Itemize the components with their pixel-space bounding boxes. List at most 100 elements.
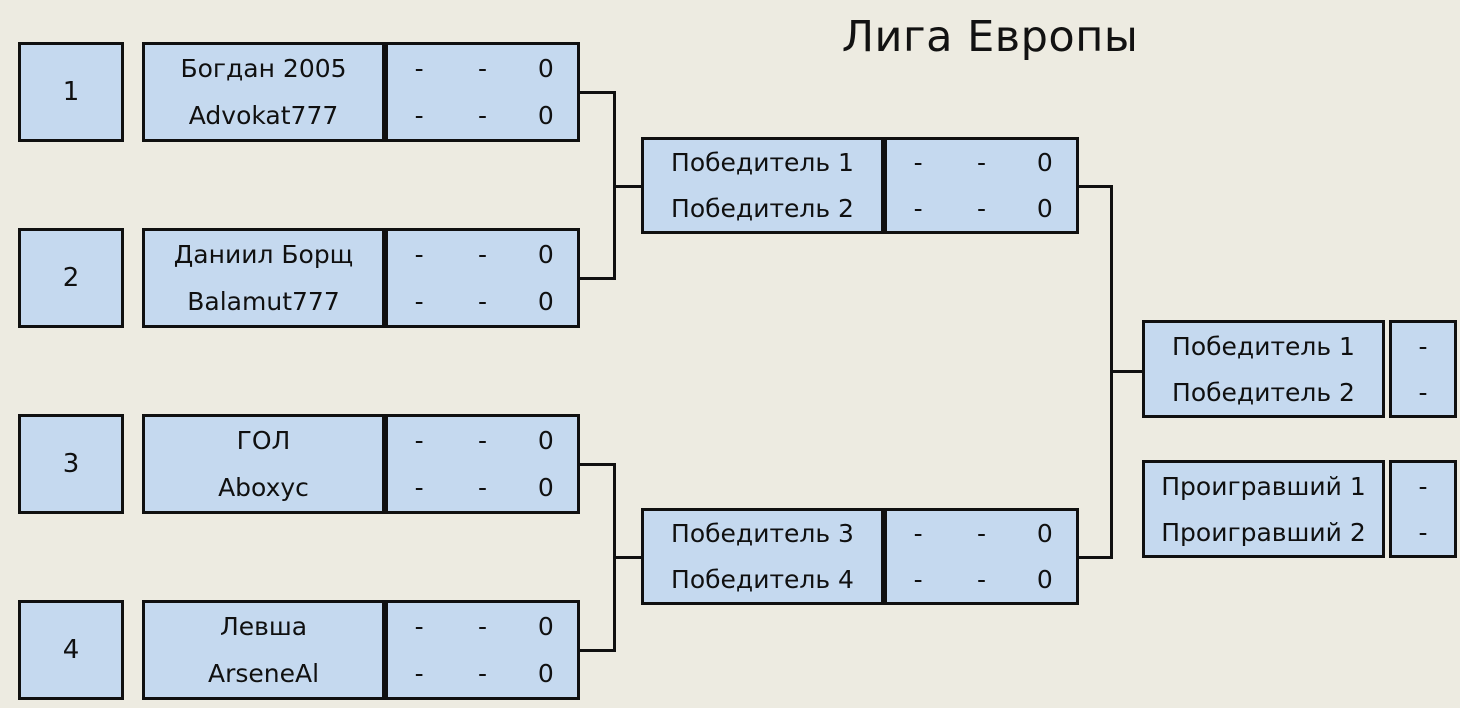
score-cell: - (1418, 517, 1428, 547)
seed-box-2: 2 (18, 228, 124, 328)
connector-line (1079, 556, 1113, 559)
player-name[interactable]: ArseneAl (207, 659, 320, 688)
score-cell: 0 (1036, 193, 1053, 223)
seed-box-4: 4 (18, 600, 124, 700)
player-name[interactable]: Победитель 4 (671, 564, 854, 594)
score-cell: - (1418, 331, 1428, 361)
connector-line (613, 185, 643, 188)
score-cell: - (1418, 471, 1428, 501)
score-row[interactable]: - - 0 (388, 92, 577, 139)
score-cell: - (477, 612, 487, 641)
score-cell: 0 (1036, 148, 1053, 178)
connector-line (580, 277, 616, 280)
player-name[interactable]: Balamut777 (187, 287, 340, 316)
player-name[interactable]: Победитель 2 (671, 193, 854, 223)
match-1-scores[interactable]: - - 0 - - 0 (385, 42, 580, 142)
score-cell: - (477, 101, 487, 130)
score-row[interactable]: - - 0 (388, 45, 577, 92)
score-cell: - (477, 659, 487, 688)
connector-line (580, 463, 616, 466)
player-name[interactable]: Advokat777 (188, 101, 339, 130)
score-row[interactable]: - - 0 (388, 417, 577, 464)
score-cell: - (414, 473, 424, 502)
score-cell: - (414, 54, 424, 83)
score-cell: 0 (1036, 564, 1053, 594)
match-2-names[interactable]: Даниил Борщ Balamut777 (142, 228, 385, 328)
score-cell: 0 (537, 473, 554, 502)
match-2-scores[interactable]: - - 0 - - 0 (385, 228, 580, 328)
score-cell: - (414, 101, 424, 130)
connector-line (580, 649, 616, 652)
score-row[interactable]: - - 0 (388, 278, 577, 325)
seed-box-1: 1 (18, 42, 124, 142)
score-cell: - (913, 148, 923, 178)
player-name[interactable]: ГОЛ (236, 426, 291, 455)
score-row[interactable]: - (1392, 509, 1454, 555)
semifinal-1-names[interactable]: Победитель 1 Победитель 2 (641, 137, 884, 234)
player-name[interactable]: Победитель 2 (1172, 377, 1355, 407)
third-place-scores[interactable]: - - (1389, 460, 1457, 558)
score-row[interactable]: - - 0 (887, 186, 1076, 232)
score-cell: - (976, 148, 986, 178)
score-cell: - (976, 564, 986, 594)
score-row[interactable]: - (1392, 463, 1454, 509)
match-4-names[interactable]: Левша ArseneAl (142, 600, 385, 700)
player-name[interactable]: Победитель 1 (1172, 331, 1355, 361)
page-title: Лига Европы (841, 12, 1139, 62)
third-place-names[interactable]: Проигравший 1 Проигравший 2 (1142, 460, 1385, 558)
score-row[interactable]: - - 0 (388, 650, 577, 697)
seed-box-3: 3 (18, 414, 124, 514)
player-name[interactable]: Победитель 1 (671, 148, 854, 178)
score-cell: - (976, 519, 986, 549)
score-row[interactable]: - - 0 (388, 603, 577, 650)
semifinal-2-scores[interactable]: - - 0 - - 0 (884, 508, 1079, 605)
match-4-scores[interactable]: - - 0 - - 0 (385, 600, 580, 700)
match-3-scores[interactable]: - - 0 - - 0 (385, 414, 580, 514)
connector-line (1079, 185, 1113, 188)
final-names[interactable]: Победитель 1 Победитель 2 (1142, 320, 1385, 418)
player-name[interactable]: Проигравший 1 (1161, 471, 1366, 501)
score-row[interactable]: - - 0 (887, 557, 1076, 603)
score-cell: 0 (537, 54, 554, 83)
player-name[interactable]: Даниил Борщ (173, 240, 354, 269)
score-cell: - (414, 659, 424, 688)
score-cell: - (913, 193, 923, 223)
score-cell: - (414, 287, 424, 316)
score-cell: - (477, 240, 487, 269)
score-cell: 0 (537, 101, 554, 130)
score-cell: - (477, 426, 487, 455)
player-name[interactable]: Богдан 2005 (180, 54, 347, 83)
score-cell: - (477, 287, 487, 316)
final-scores[interactable]: - - (1389, 320, 1457, 418)
score-cell: 0 (537, 287, 554, 316)
score-cell: 0 (1036, 519, 1053, 549)
score-cell: - (913, 564, 923, 594)
score-cell: - (477, 54, 487, 83)
score-row[interactable]: - (1392, 369, 1454, 415)
match-1-names[interactable]: Богдан 2005 Advokat777 (142, 42, 385, 142)
score-cell: - (477, 473, 487, 502)
player-name[interactable]: Победитель 3 (671, 519, 854, 549)
score-row[interactable]: - - 0 (388, 464, 577, 511)
score-cell: - (414, 240, 424, 269)
score-cell: 0 (537, 612, 554, 641)
match-3-names[interactable]: ГОЛ Aboxyc (142, 414, 385, 514)
score-row[interactable]: - (1392, 323, 1454, 369)
player-name[interactable]: Левша (219, 612, 308, 641)
score-cell: - (414, 612, 424, 641)
semifinal-1-scores[interactable]: - - 0 - - 0 (884, 137, 1079, 234)
connector-line (613, 556, 643, 559)
connector-line (580, 91, 616, 94)
player-name[interactable]: Проигравший 2 (1161, 517, 1366, 547)
score-cell: 0 (537, 240, 554, 269)
score-row[interactable]: - - 0 (887, 140, 1076, 186)
semifinal-2-names[interactable]: Победитель 3 Победитель 4 (641, 508, 884, 605)
score-cell: 0 (537, 426, 554, 455)
player-name[interactable]: Aboxyc (218, 473, 309, 502)
score-row[interactable]: - - 0 (887, 511, 1076, 557)
score-row[interactable]: - - 0 (388, 231, 577, 278)
score-cell: - (414, 426, 424, 455)
score-cell: 0 (537, 659, 554, 688)
score-cell: - (1418, 377, 1428, 407)
